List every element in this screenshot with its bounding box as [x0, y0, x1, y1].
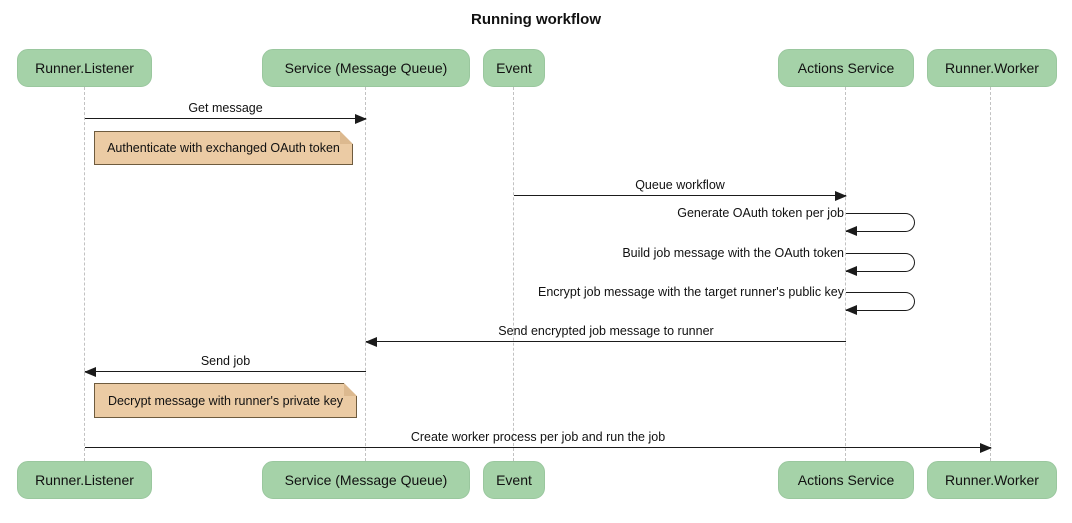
participant-actions-service-bottom: Actions Service [778, 461, 914, 499]
arrowhead-right-icon [835, 191, 847, 201]
participant-event-top: Event [483, 49, 545, 87]
message-label-get-message: Get message [188, 101, 263, 115]
message-label-send-job: Send job [200, 354, 251, 368]
message-arrow-send-job [84, 367, 366, 377]
diagram-title: Running workflow [471, 11, 601, 28]
lifeline-runner-worker [990, 87, 991, 461]
self-message-loop-generate-oauth-token [845, 213, 915, 236]
note-authenticate-oauth: Authenticate with exchanged OAuth token [94, 131, 353, 165]
message-label-build-job-message: Build job message with the OAuth token [622, 246, 844, 260]
message-label-generate-oauth-token: Generate OAuth token per job [677, 206, 844, 220]
participant-runner-worker-bottom: Runner.Worker [927, 461, 1057, 499]
arrowhead-right-icon [355, 114, 367, 124]
message-arrow-create-worker-process [85, 443, 992, 453]
lifeline-event [513, 87, 514, 461]
lifeline-service-message-queue [365, 87, 366, 461]
message-label-create-worker-process: Create worker process per job and run th… [410, 430, 666, 444]
participant-runner-listener-bottom: Runner.Listener [17, 461, 152, 499]
participant-actions-service-top: Actions Service [778, 49, 914, 87]
message-arrow-get-message [85, 114, 367, 124]
self-message-loop-encrypt-job-message [845, 292, 915, 315]
participant-service-message-queue-bottom: Service (Message Queue) [262, 461, 470, 499]
arrowhead-left-icon [845, 226, 857, 236]
participant-runner-listener-top: Runner.Listener [17, 49, 152, 87]
arrowhead-left-icon [845, 305, 857, 315]
arrowhead-right-icon [980, 443, 992, 453]
note-decrypt-message: Decrypt message with runner's private ke… [94, 383, 357, 418]
arrowhead-left-icon [84, 367, 96, 377]
message-arrow-send-encrypted-job [365, 337, 846, 347]
arrowhead-left-icon [365, 337, 377, 347]
message-label-queue-workflow: Queue workflow [635, 178, 725, 192]
lifeline-runner-listener [84, 87, 85, 461]
participant-service-message-queue-top: Service (Message Queue) [262, 49, 470, 87]
message-label-send-encrypted-job: Send encrypted job message to runner [498, 324, 714, 338]
self-message-loop-build-job-message [845, 253, 915, 276]
participant-runner-worker-top: Runner.Worker [927, 49, 1057, 87]
arrowhead-left-icon [845, 266, 857, 276]
participant-event-bottom: Event [483, 461, 545, 499]
message-arrow-queue-workflow [514, 191, 847, 201]
message-label-encrypt-job-message: Encrypt job message with the target runn… [537, 285, 844, 299]
